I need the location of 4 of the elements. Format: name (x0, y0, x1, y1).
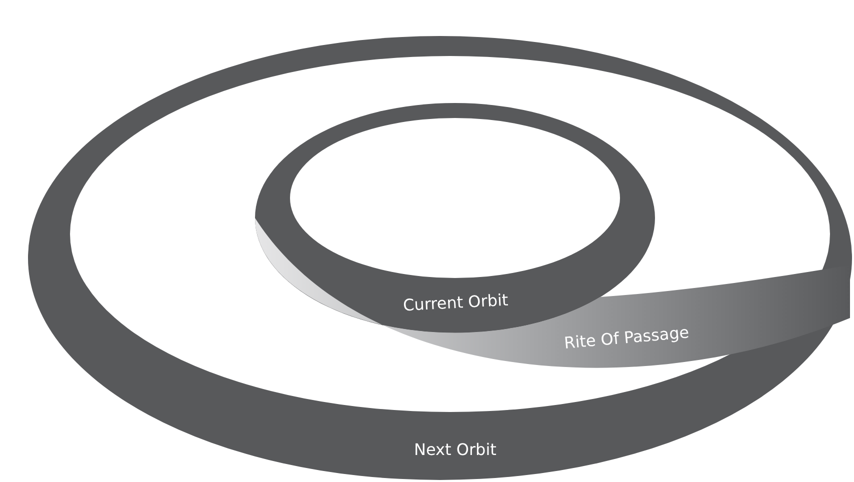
outer-ring (28, 36, 852, 480)
orbit-label: Next Orbit (414, 441, 496, 459)
orbit-label: Current Orbit (402, 291, 508, 315)
orbit-label: Rite Of Passage (562, 324, 690, 352)
